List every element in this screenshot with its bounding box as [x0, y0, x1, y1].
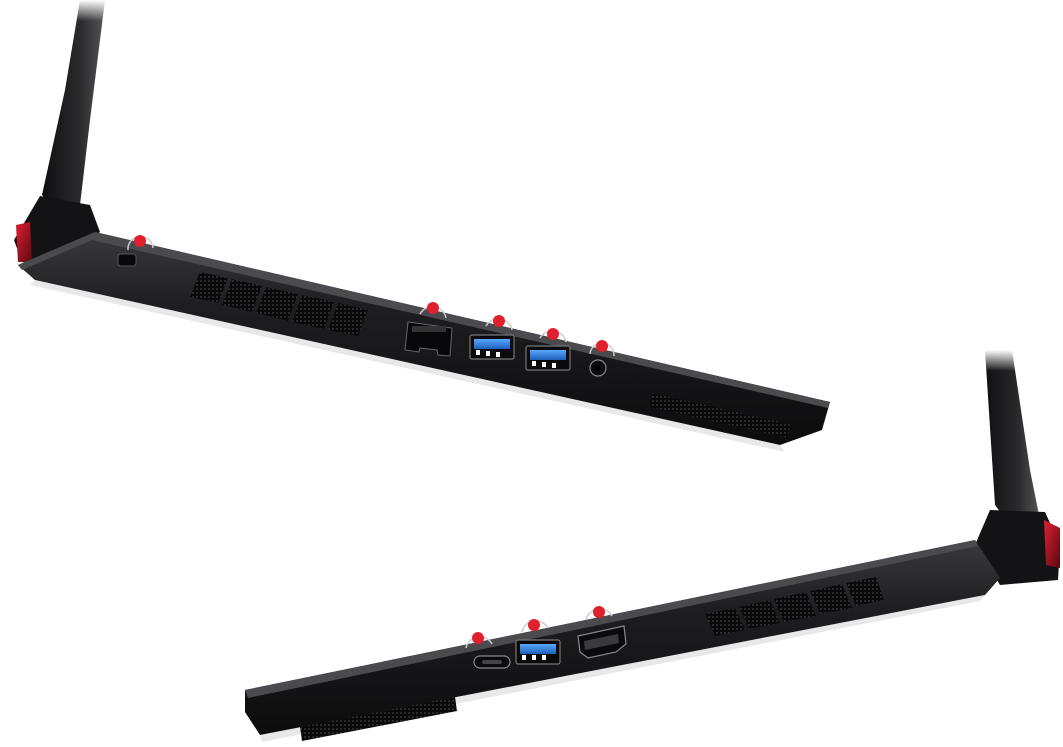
- kensington-lock: [117, 253, 137, 267]
- usb-c-port: [473, 655, 511, 669]
- marker-dot: [596, 340, 608, 352]
- usb-a-port: [469, 334, 515, 360]
- marker-dot: [427, 302, 439, 314]
- usb-a-port: [515, 639, 561, 665]
- ethernet-port: [404, 321, 453, 357]
- hinge-red-accent: [16, 222, 32, 262]
- side-vents: [300, 577, 884, 741]
- marker-dot: [547, 328, 559, 340]
- marker-dot: [528, 619, 540, 631]
- marker-dot: [593, 606, 605, 618]
- hinge-red-accent: [1044, 520, 1060, 568]
- hinge: [975, 510, 1060, 585]
- port-markers: [127, 235, 615, 357]
- side-vents: [190, 272, 790, 438]
- hdmi-port: [577, 625, 627, 659]
- marker-dot: [493, 315, 505, 327]
- usb-a-port: [525, 345, 571, 371]
- port-markers: [465, 606, 613, 649]
- right-side-view: [245, 350, 1060, 742]
- marker-dot: [472, 632, 484, 644]
- audio-jack: [589, 359, 607, 377]
- marker-dot: [134, 235, 146, 247]
- left-side-view: [14, 0, 830, 452]
